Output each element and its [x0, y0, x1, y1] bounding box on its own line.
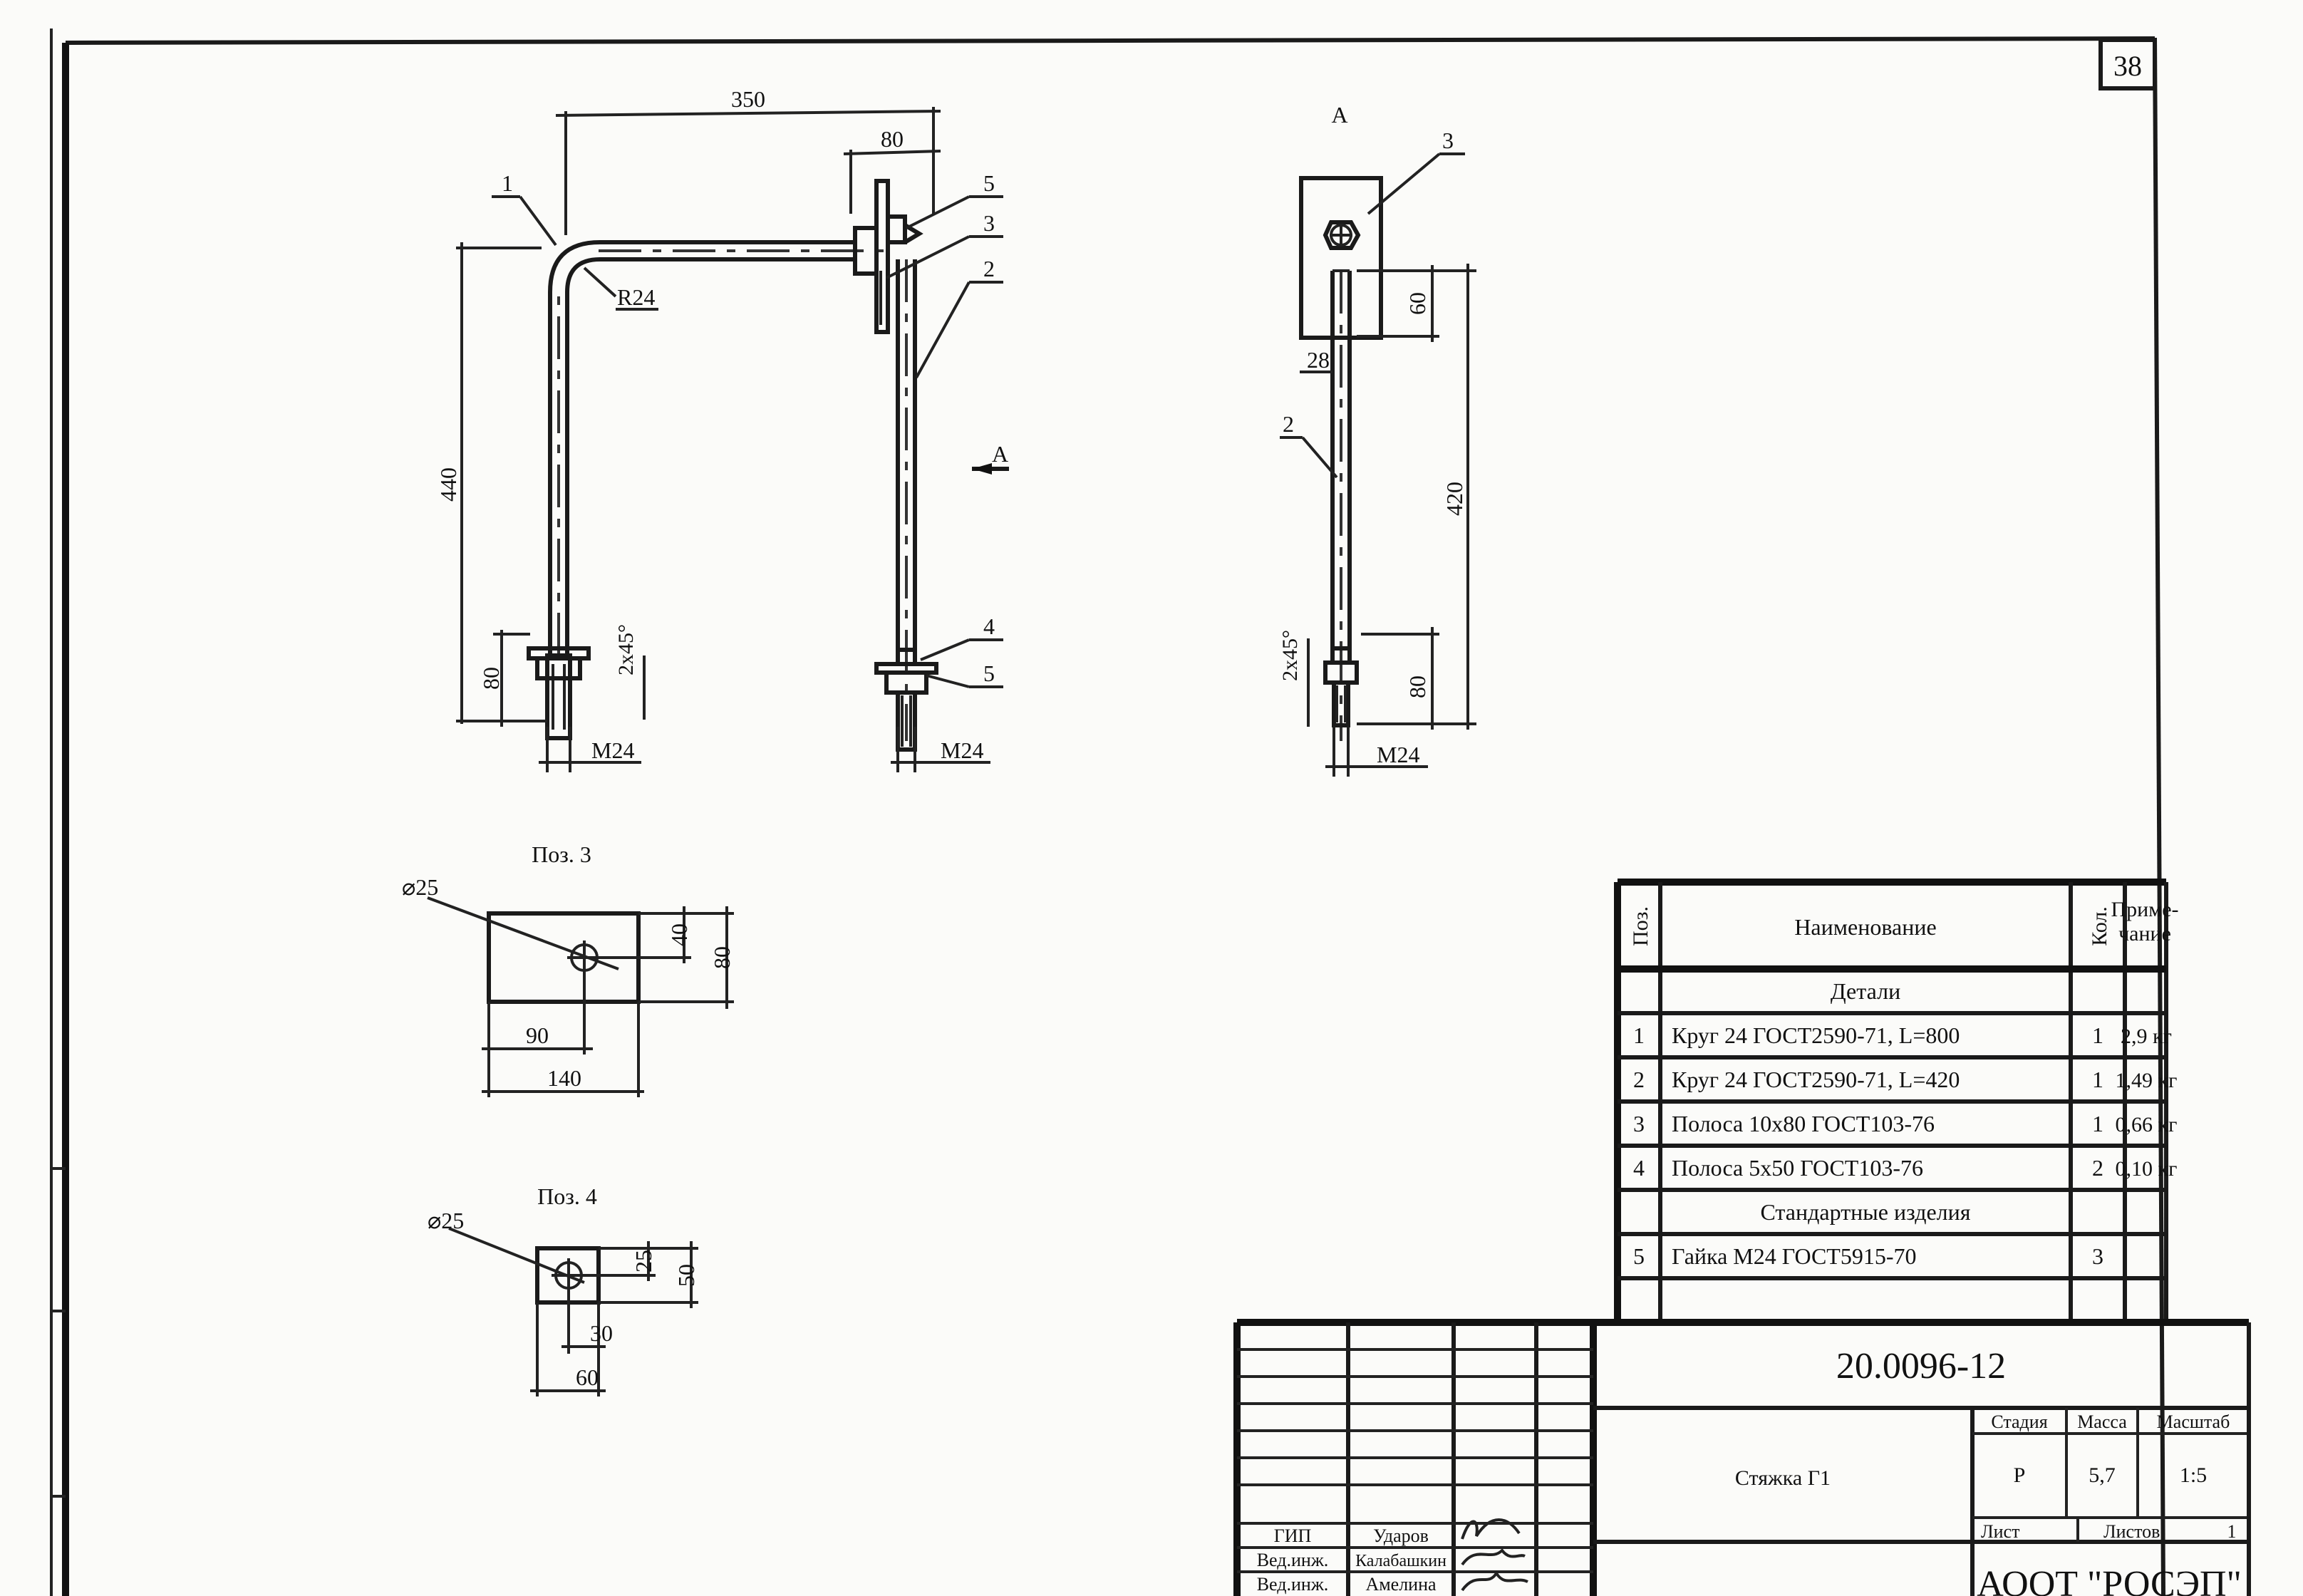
- spec-row-4-pos: 4: [1633, 1155, 1645, 1181]
- specification-table: Поз. Наименование Кол. Приме-чание Детал…: [1614, 879, 2179, 1322]
- side-pos-2-label: 2: [1283, 411, 1294, 437]
- dim-m24-right: M24: [941, 737, 983, 763]
- part-3-w140: 140: [547, 1065, 581, 1091]
- side-pos-3-label: 3: [1442, 128, 1454, 153]
- spec-row-2-qty: 1: [2092, 1067, 2103, 1092]
- mass-label: Масса: [2077, 1411, 2127, 1432]
- pos-1-label: 1: [502, 170, 513, 196]
- spec-row-1-pos: 1: [1633, 1022, 1645, 1048]
- part-3-w90: 90: [526, 1022, 549, 1048]
- sheets-label: Листов: [2103, 1521, 2160, 1542]
- signature-2: [1461, 1548, 1526, 1566]
- spec-row-3-name: Полоса 10x80 ГОСТ103-76: [1672, 1111, 1935, 1136]
- sheet-label: Лист: [1981, 1521, 2019, 1542]
- dim-350: 350: [731, 86, 765, 112]
- main-view: 350 80 R24 440 80 2x45° M24 M24 1: [435, 86, 1009, 772]
- pos-4-label: 4: [983, 613, 995, 639]
- spec-row-2-pos: 2: [1633, 1067, 1645, 1092]
- part-3-h40: 40: [666, 923, 692, 946]
- pos-3-label: 3: [983, 210, 995, 236]
- dim-80-left: 80: [478, 667, 504, 690]
- part-4-w30: 30: [590, 1320, 613, 1346]
- signature-1: [1461, 1518, 1521, 1540]
- part-3-dia: ⌀25: [402, 874, 438, 900]
- spec-header-note-line1: Приме-: [2111, 898, 2178, 921]
- dim-2x45-left: 2x45°: [614, 624, 638, 675]
- part-4-detail: Поз. 4 ⌀25 25 50 30 60: [428, 1183, 699, 1396]
- view-a-title: А: [1331, 102, 1347, 128]
- side-dim-80: 80: [1404, 675, 1430, 698]
- stage-value: Р: [2014, 1463, 2026, 1487]
- spec-header-note-line2: чание: [2118, 922, 2171, 945]
- stage-label: Стадия: [1991, 1411, 2047, 1432]
- sign-role-2: Вед.инж.: [1257, 1550, 1329, 1570]
- spec-row-3-note: 0,66 кг: [2116, 1113, 2178, 1136]
- dim-m24-left: M24: [591, 737, 634, 763]
- product-name: Стяжка Г1: [1735, 1466, 1831, 1490]
- spec-row-1-note: 2,9 кг: [2121, 1025, 2172, 1048]
- part-4-w60: 60: [576, 1364, 599, 1390]
- doc-code: 20.0096-12: [1836, 1346, 2006, 1387]
- sign-role-1: ГИП: [1274, 1525, 1312, 1546]
- dim-r24: R24: [617, 284, 655, 310]
- part-4-title: Поз. 4: [537, 1183, 597, 1209]
- side-dim-28: 28: [1307, 347, 1330, 373]
- title-block: 20.0096-12 Стяжка Г1 Стадия Масса Масшта…: [1233, 1319, 2251, 1596]
- sign-role-3: Вед.инж.: [1257, 1574, 1329, 1595]
- spec-header-pos: Поз.: [1629, 906, 1652, 946]
- part-3-detail: Поз. 3 ⌀25 40 80 90 140: [402, 841, 735, 1097]
- dim-440: 440: [435, 467, 461, 502]
- spec-row-3-pos: 3: [1633, 1111, 1645, 1136]
- spec-section-standard: Стандартные изделия: [1761, 1199, 1971, 1225]
- pos-2-label: 2: [983, 256, 995, 281]
- sheet-frame: [50, 28, 2165, 1596]
- sign-name-1: Ударов: [1373, 1525, 1429, 1546]
- pos-5-bottom-label: 5: [983, 660, 995, 686]
- spec-row-1-qty: 1: [2092, 1022, 2103, 1048]
- spec-row-4-name: Полоса 5x50 ГОСТ103-76: [1672, 1155, 1923, 1181]
- spec-row-4-qty: 2: [2092, 1155, 2103, 1181]
- spec-header-note: Приме-чание: [2111, 898, 2178, 945]
- spec-row-1-name: Круг 24 ГОСТ2590-71, L=800: [1672, 1022, 1960, 1048]
- side-dim-m24: M24: [1377, 742, 1419, 767]
- part-4-h50: 50: [673, 1264, 699, 1287]
- sheet-number-box: 38: [2098, 38, 2157, 90]
- mass-value: 5,7: [2089, 1463, 2116, 1487]
- part-3-title: Поз. 3: [532, 841, 591, 867]
- spec-row-4-note: 0,10 кг: [2116, 1157, 2178, 1181]
- part-3-h80: 80: [709, 946, 735, 969]
- sign-name-2: Калабашкин: [1355, 1552, 1447, 1570]
- scale-value: 1:5: [2180, 1463, 2207, 1487]
- scale-label: Масштаб: [2157, 1411, 2230, 1432]
- view-arrow-a: А: [992, 441, 1008, 467]
- spec-header-name: Наименование: [1794, 914, 1936, 940]
- side-dim-60: 60: [1404, 292, 1430, 315]
- part-4-h25: 25: [631, 1250, 656, 1273]
- sign-name-3: Амелина: [1365, 1574, 1437, 1595]
- part-4-dia: ⌀25: [428, 1208, 464, 1233]
- spec-row-3-qty: 1: [2092, 1111, 2103, 1136]
- spec-row-5-qty: 3: [2092, 1243, 2103, 1269]
- side-view-a: А 3 60 420 28 2: [1278, 102, 1476, 777]
- side-dim-420: 420: [1442, 482, 1467, 516]
- spec-row-2-note: 1,49 кг: [2116, 1069, 2178, 1092]
- company-name: АООТ "РОСЭП": [1977, 1564, 2242, 1596]
- sheet-number: 38: [2113, 50, 2142, 82]
- signature-3: [1461, 1570, 1528, 1592]
- sheets-total: 1: [2227, 1521, 2237, 1542]
- spec-row-5-name: Гайка М24 ГОСТ5915-70: [1672, 1243, 1917, 1269]
- spec-row-5-pos: 5: [1633, 1243, 1645, 1269]
- side-dim-2x45: 2x45°: [1278, 630, 1302, 681]
- spec-header-qty: Кол.: [2088, 906, 2111, 946]
- dim-80-top: 80: [881, 126, 904, 152]
- pos-5-top-label: 5: [983, 170, 995, 196]
- spec-row-2-name: Круг 24 ГОСТ2590-71, L=420: [1672, 1067, 1960, 1092]
- spec-section-details: Детали: [1831, 978, 1900, 1004]
